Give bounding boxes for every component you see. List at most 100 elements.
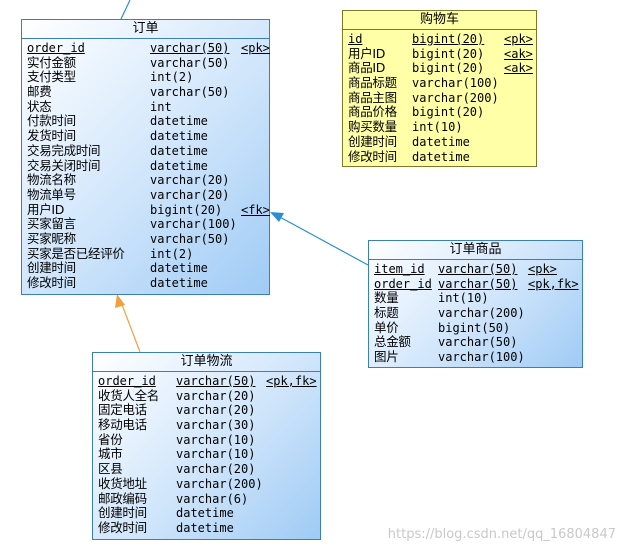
column-name: 创建时间 [348, 133, 397, 149]
column-name: 用户ID [348, 45, 386, 61]
column-type: varchar(50) [150, 55, 230, 70]
column-name: 商品价格 [348, 104, 397, 120]
column-type: varchar(50) [438, 335, 518, 350]
column-type: varchar(50) [150, 231, 230, 246]
column-type: varchar(20) [176, 388, 256, 403]
column-type: varchar(6) [176, 491, 249, 506]
column-name: 省份 [98, 431, 123, 447]
column-type: int(10) [412, 120, 463, 135]
column-key: <pk> [241, 41, 270, 55]
order-shipping-table-title: 订单物流 [93, 353, 320, 372]
column-name: 数量 [374, 290, 399, 306]
column-name: item_id [374, 262, 425, 276]
column-name: 商品标题 [348, 75, 397, 91]
column-key: <ak> [504, 61, 533, 76]
column-name: 创建时间 [98, 505, 147, 521]
column-type: datetime [150, 276, 208, 290]
column-name: 移动电话 [98, 417, 147, 433]
column-row: 城市 varchar(10) [98, 447, 320, 462]
column-type: varchar(50) [438, 262, 518, 276]
column-name: 创建时间 [27, 260, 76, 276]
column-row: order_id varchar(50) <pk,fk> [98, 374, 320, 389]
column-type: varchar(100) [412, 76, 499, 91]
column-row: item_id varchar(50) <pk> [374, 262, 582, 277]
column-type: bigint(20) [150, 202, 223, 217]
column-name: 支付类型 [27, 69, 76, 85]
column-row: 买家昵称 varchar(50) [27, 230, 269, 247]
column-name: 物流单号 [27, 186, 76, 202]
column-key: <pk,fk> [266, 374, 317, 388]
column-name: 交易关闭时间 [27, 157, 101, 173]
column-row: 标题 varchar(200) [374, 305, 582, 321]
column-type: varchar(50) [176, 374, 256, 388]
column-type: datetime [150, 143, 208, 158]
order-table-title: 订单 [22, 20, 269, 39]
column-row: 支付类型 int(2) [27, 70, 269, 85]
column-name: 邮费 [27, 84, 52, 100]
column-name: 标题 [374, 305, 399, 321]
column-row: 省份 varchar(10) [98, 431, 320, 448]
column-name: order_id [27, 41, 85, 55]
column-key: <pk,fk> [528, 276, 579, 291]
column-name: 实付金额 [27, 54, 76, 70]
column-key: <ak> [504, 46, 533, 61]
column-row: 商品标题 varchar(100) [348, 75, 536, 91]
column-name: 商品主图 [348, 89, 397, 105]
column-name: 购买数量 [348, 119, 397, 135]
column-type: bigint(20) [412, 32, 485, 46]
column-name: order_id [98, 374, 156, 388]
column-type: bigint(50) [438, 320, 511, 335]
column-type: datetime [150, 129, 208, 144]
link-top-to-order [120, 0, 131, 20]
column-type: varchar(50) [438, 276, 518, 291]
column-type: datetime [150, 158, 208, 173]
column-type: varchar(10) [176, 447, 256, 462]
column-row: 购买数量 int(10) [348, 119, 536, 135]
column-name: 买家是否已经评价 [27, 245, 125, 261]
column-type: varchar(30) [176, 418, 256, 433]
arrowhead-order-item-to-order [270, 212, 284, 222]
column-row: 交易关闭时间 datetime [27, 157, 269, 174]
column-name: 交易完成时间 [27, 142, 101, 158]
column-type: int(2) [150, 70, 194, 85]
column-key: <pk> [528, 262, 557, 276]
column-type: datetime [150, 261, 208, 276]
column-type: varchar(200) [176, 476, 263, 491]
column-type: varchar(100) [438, 350, 525, 365]
link-order-shipping-to-order [120, 301, 141, 353]
cart-table-title: 购物车 [343, 11, 536, 30]
column-name: 修改时间 [348, 148, 397, 164]
column-type: varchar(20) [150, 173, 230, 188]
column-type: varchar(10) [176, 432, 256, 447]
column-name: 买家昵称 [27, 230, 76, 246]
column-type: int(2) [150, 246, 194, 261]
arrowhead-order-shipping-to-order [115, 294, 125, 308]
column-type: varchar(200) [438, 306, 525, 321]
column-type: varchar(50) [150, 85, 230, 100]
column-name: id [348, 32, 363, 46]
column-name: 城市 [98, 446, 123, 462]
